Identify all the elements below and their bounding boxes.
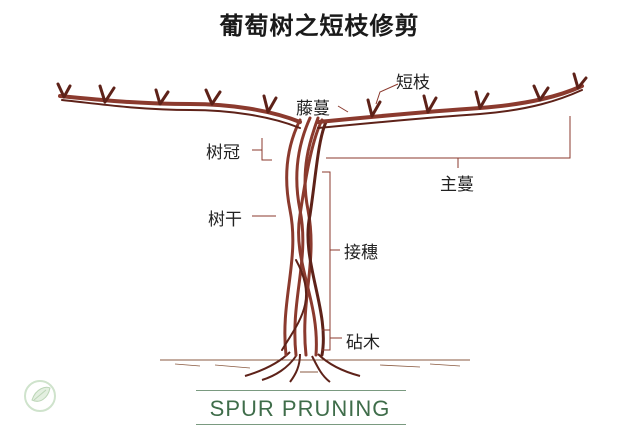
- caption-rule-top: [196, 390, 406, 391]
- label-cordon: 主蔓: [440, 175, 474, 195]
- spurs: [56, 72, 588, 118]
- label-crown: 树冠: [206, 143, 240, 163]
- right-cordon: [316, 84, 584, 129]
- diagram-title: 葡萄树之短枝修剪: [219, 11, 420, 40]
- label-trunk: 树干: [208, 210, 242, 230]
- roots: [244, 351, 361, 383]
- label-short-branch: 短枝: [396, 73, 430, 93]
- label-scion: 接穗: [344, 243, 378, 263]
- label-vine-shoot: 藤蔓: [296, 99, 330, 119]
- caption-spur-pruning: SPUR PRUNING: [209, 396, 391, 421]
- trunk: [281, 116, 328, 357]
- leaf-logo-icon: [24, 380, 56, 412]
- leader-lines: [252, 83, 571, 351]
- caption-rule-bottom: [196, 424, 406, 425]
- label-rootstock: 砧木: [346, 333, 380, 353]
